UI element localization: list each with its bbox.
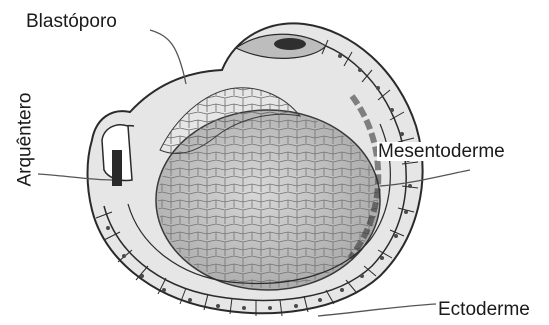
archenteron-dark-cells: [112, 150, 122, 186]
leader-blastoporo: [150, 30, 186, 84]
label-blastoporo: Blastóporo: [25, 12, 118, 31]
leader-ectoderme: [318, 304, 436, 316]
label-arquentero: Arquêntero: [16, 89, 35, 191]
label-mesentoderme: Mesentoderme: [377, 142, 506, 161]
top-cap-dark-cells: [274, 38, 306, 50]
label-ectoderme: Ectoderme: [437, 300, 531, 319]
